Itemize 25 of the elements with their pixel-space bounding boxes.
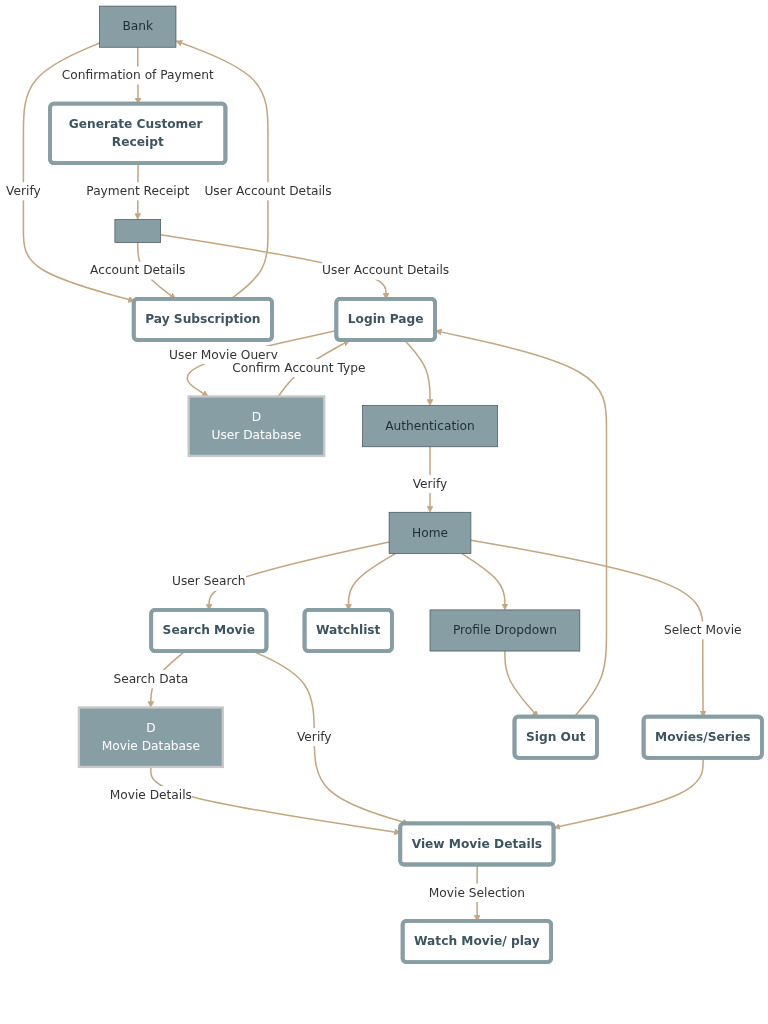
node-box: D Movie Database (77, 706, 224, 769)
edge-label: Verify (412, 476, 448, 491)
node-box: Authentication (362, 405, 499, 448)
edge-label: Confirmation of Payment (61, 67, 214, 83)
edge-label: Confirm Account Type (232, 360, 366, 376)
edge-label: Verify (296, 729, 332, 745)
edge-label: Select Movie (663, 622, 742, 638)
edge-label: User Account Details (322, 263, 450, 278)
edge-label: Movie Selection (428, 885, 525, 900)
edge-label: Verify (6, 183, 41, 199)
node-box (114, 219, 161, 243)
node-box: D User Database (187, 395, 326, 458)
edge-label: User Movie Query (169, 347, 278, 362)
node-box: Home (388, 511, 472, 554)
node-box: Profile Dropdown (429, 609, 581, 652)
edge-label: User Account Details (204, 183, 332, 199)
arrow (22, 42, 135, 303)
edge-label: User Search (172, 574, 246, 589)
arrow (553, 757, 704, 830)
edge-label: Search Data (113, 671, 189, 687)
node-box: Bank (99, 5, 177, 48)
arrow (460, 552, 509, 611)
edge-label: Movie Details (109, 787, 192, 803)
edge-label: Payment Receipt (86, 183, 190, 199)
edge-label: Account Details (90, 263, 186, 278)
